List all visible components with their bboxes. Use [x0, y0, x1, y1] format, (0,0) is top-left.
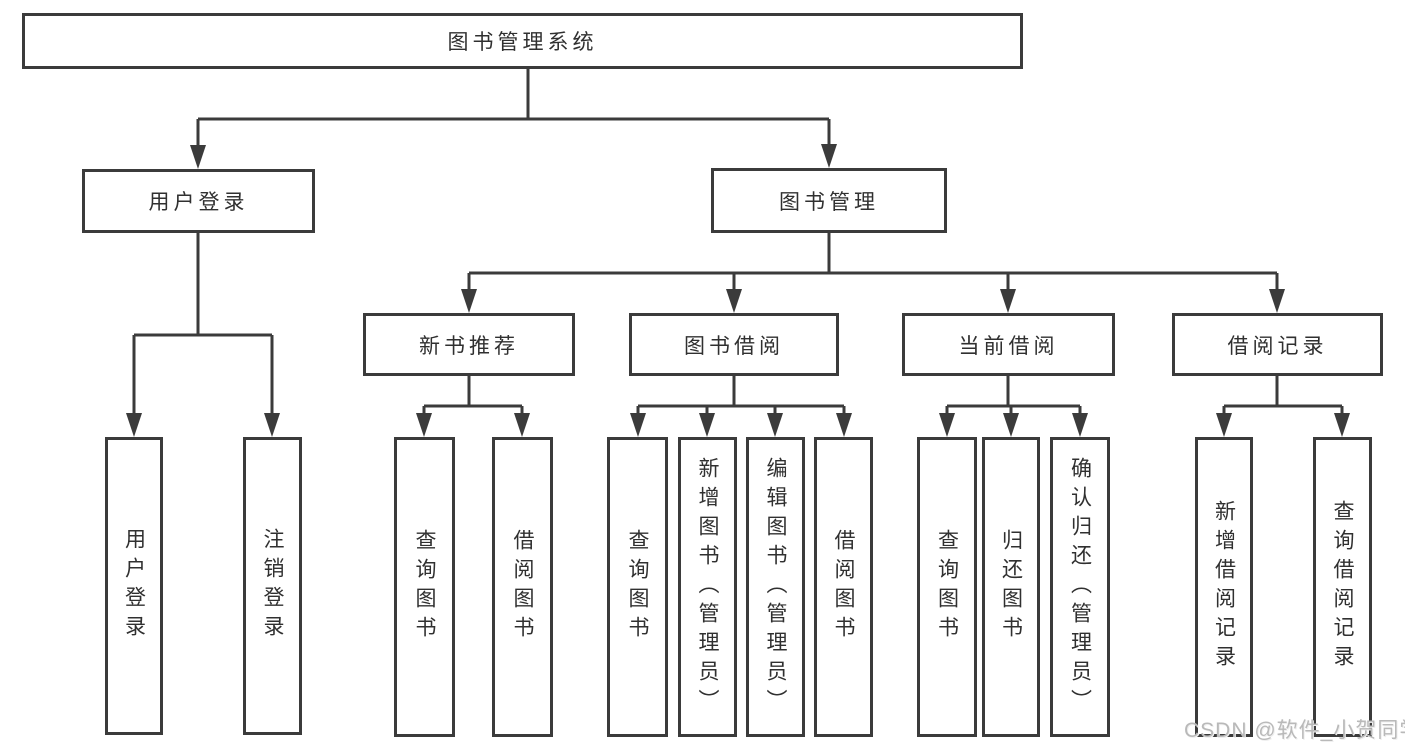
arrow-down-icon — [630, 413, 646, 437]
arrow-down-icon — [767, 413, 783, 437]
node-label: 图书借阅 — [684, 334, 784, 358]
node-label: 新增图书（管理员） — [696, 456, 719, 718]
arrow-down-icon — [1003, 413, 1019, 437]
arrow-down-icon — [416, 413, 432, 437]
node-new-book-recommend: 新书推荐 — [363, 313, 575, 376]
node-current-borrow: 当前借阅 — [902, 313, 1115, 376]
connector-root-to-level2 — [190, 69, 837, 169]
node-root-system: 图书管理系统 — [22, 13, 1023, 69]
node-borrow-record: 借阅记录 — [1172, 313, 1383, 376]
leaf-query-book-borrow: 查询图书 — [607, 437, 668, 737]
arrow-down-icon — [1334, 413, 1350, 437]
arrow-down-icon — [126, 413, 142, 437]
arrow-down-icon — [1000, 289, 1016, 313]
arrow-down-icon — [461, 289, 477, 313]
arrow-down-icon — [264, 413, 280, 437]
arrow-down-icon — [939, 413, 955, 437]
node-label: 当前借阅 — [958, 334, 1059, 358]
node-label: 图书管理 — [779, 190, 879, 214]
arrow-down-icon — [514, 413, 530, 437]
arrow-down-icon — [836, 413, 852, 437]
leaf-add-borrow-record: 新增借阅记录 — [1195, 437, 1253, 737]
leaf-user-login: 用户登录 — [105, 437, 163, 735]
node-label: 新增借阅记录 — [1212, 500, 1236, 674]
node-label: 归还图书 — [999, 529, 1023, 645]
connector-current-borrow-children — [939, 376, 1088, 437]
node-book-borrow: 图书借阅 — [629, 313, 839, 376]
node-label: 查询借阅记录 — [1331, 500, 1354, 674]
leaf-query-book-recommend: 查询图书 — [394, 437, 455, 737]
node-label: 借阅图书 — [832, 529, 855, 645]
arrow-down-icon — [1072, 413, 1088, 437]
connector-borrow-record-children — [1216, 376, 1350, 437]
node-user-login: 用户登录 — [82, 169, 315, 233]
leaf-borrow-book-recommend: 借阅图书 — [492, 437, 553, 737]
leaf-borrow-book: 借阅图书 — [814, 437, 873, 737]
node-label: 借阅记录 — [1227, 334, 1328, 358]
arrow-down-icon — [1216, 413, 1232, 437]
connector-book-borrow-children — [630, 376, 852, 437]
node-label: 用户登录 — [122, 528, 146, 644]
leaf-return-book: 归还图书 — [982, 437, 1040, 737]
node-label: 查询图书 — [935, 529, 959, 645]
node-label: 查询图书 — [413, 529, 436, 645]
connector-user-login-children — [126, 233, 280, 437]
node-label: 用户登录 — [148, 191, 249, 214]
node-label: 编辑图书（管理员） — [764, 456, 787, 718]
node-label: 注销登录 — [261, 528, 284, 644]
node-book-management: 图书管理 — [711, 168, 947, 233]
arrow-down-icon — [726, 289, 742, 313]
watermark: CSDN @软件_小贺同学 — [1184, 719, 1405, 742]
leaf-query-book-current: 查询图书 — [917, 437, 977, 737]
node-label: 查询图书 — [626, 529, 649, 645]
node-label: 图书管理系统 — [447, 31, 598, 54]
leaf-add-book-admin: 新增图书（管理员） — [678, 437, 737, 737]
leaf-logout: 注销登录 — [243, 437, 302, 735]
arrow-down-icon — [190, 145, 206, 169]
node-label: 借阅图书 — [511, 529, 534, 645]
connector-new-book-recommend-children — [416, 376, 530, 437]
leaf-confirm-return-admin: 确认归还（管理员） — [1050, 437, 1110, 737]
node-label: 确认归还（管理员） — [1068, 456, 1092, 718]
connector-book-management-children — [461, 233, 1285, 313]
arrow-down-icon — [821, 144, 837, 168]
node-label: 新书推荐 — [419, 334, 519, 358]
leaf-query-borrow-record: 查询借阅记录 — [1313, 437, 1372, 737]
leaf-edit-book-admin: 编辑图书（管理员） — [746, 437, 805, 737]
arrow-down-icon — [699, 413, 715, 437]
arrow-down-icon — [1269, 289, 1285, 313]
